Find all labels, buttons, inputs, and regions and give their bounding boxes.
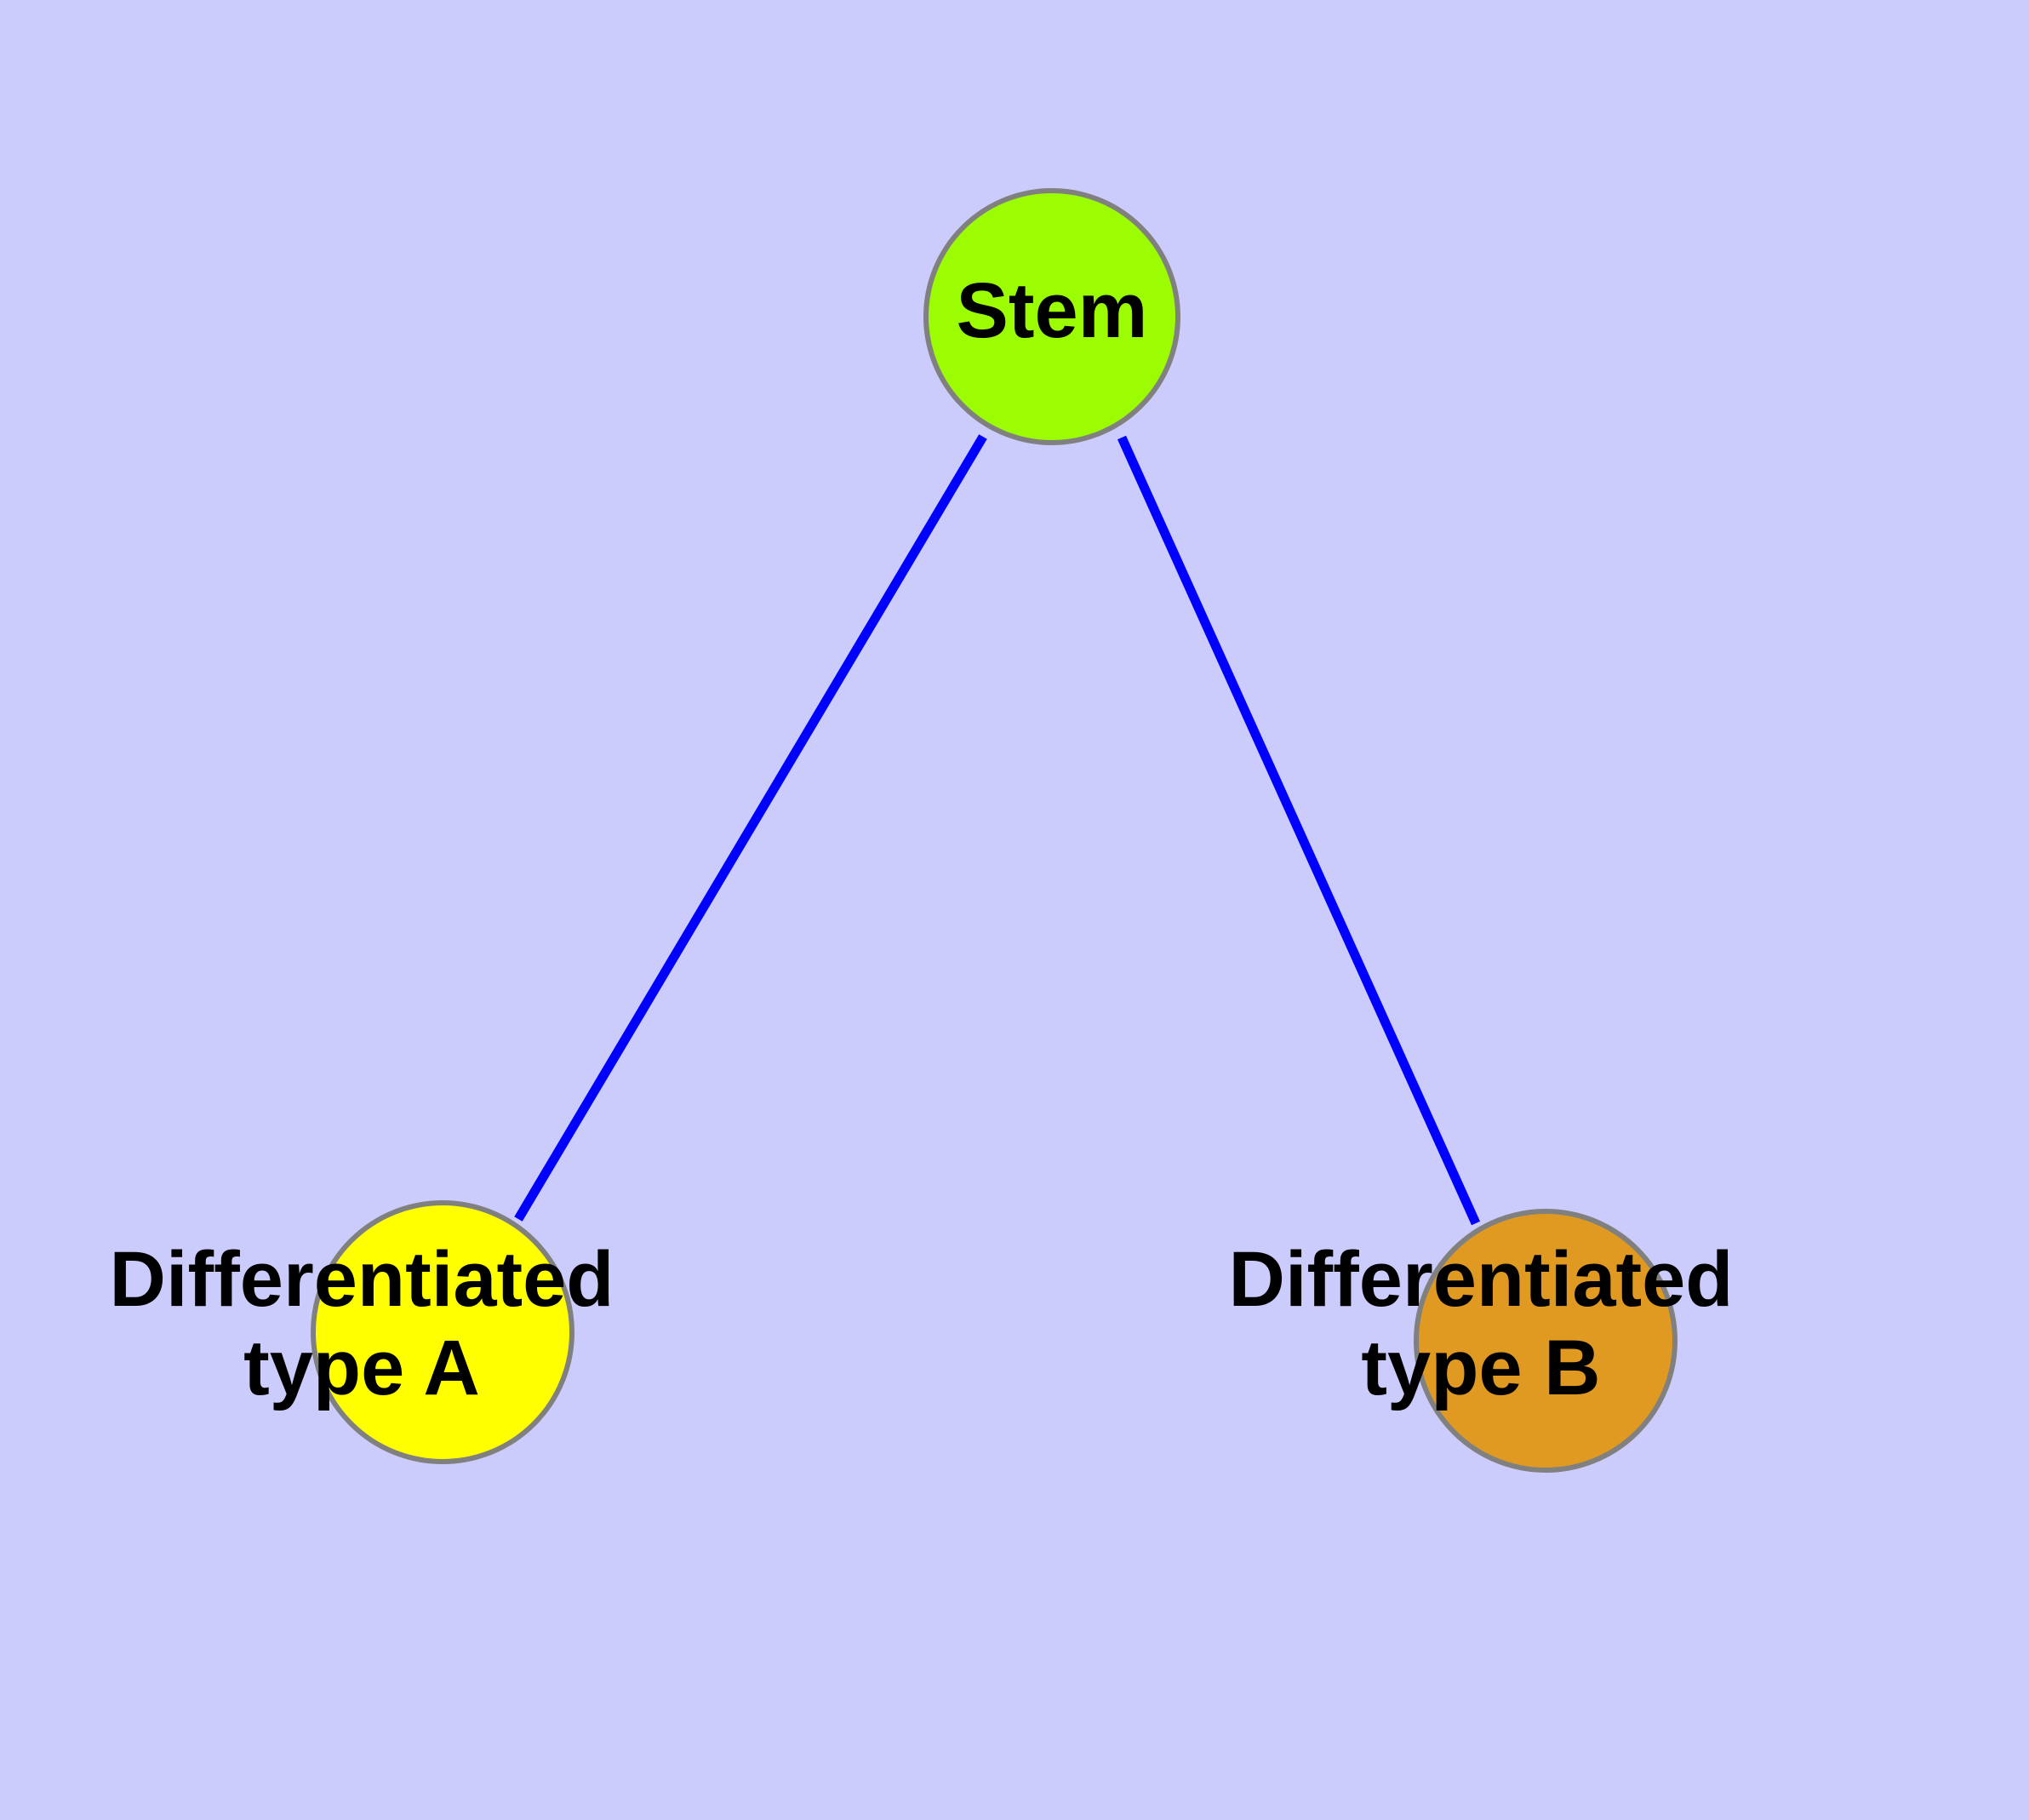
nodes-layer bbox=[311, 188, 1677, 1473]
node-label-line: Stem bbox=[957, 267, 1148, 354]
node-label-stem: Stem bbox=[957, 267, 1148, 354]
edge-stem-to-diff-a[interactable] bbox=[514, 434, 987, 1222]
node-label-line: type A bbox=[243, 1325, 480, 1411]
node-label-line: type B bbox=[1361, 1325, 1600, 1411]
edges-layer bbox=[514, 434, 1481, 1226]
node-diff-b[interactable] bbox=[1414, 1209, 1677, 1473]
node-label-line: Differentiated bbox=[1229, 1236, 1734, 1323]
node-diff-a[interactable] bbox=[311, 1200, 574, 1464]
node-stem[interactable] bbox=[923, 188, 1180, 445]
edge-stem-to-diff-b[interactable] bbox=[1117, 435, 1481, 1226]
node-label-line: Differentiated bbox=[110, 1236, 614, 1323]
